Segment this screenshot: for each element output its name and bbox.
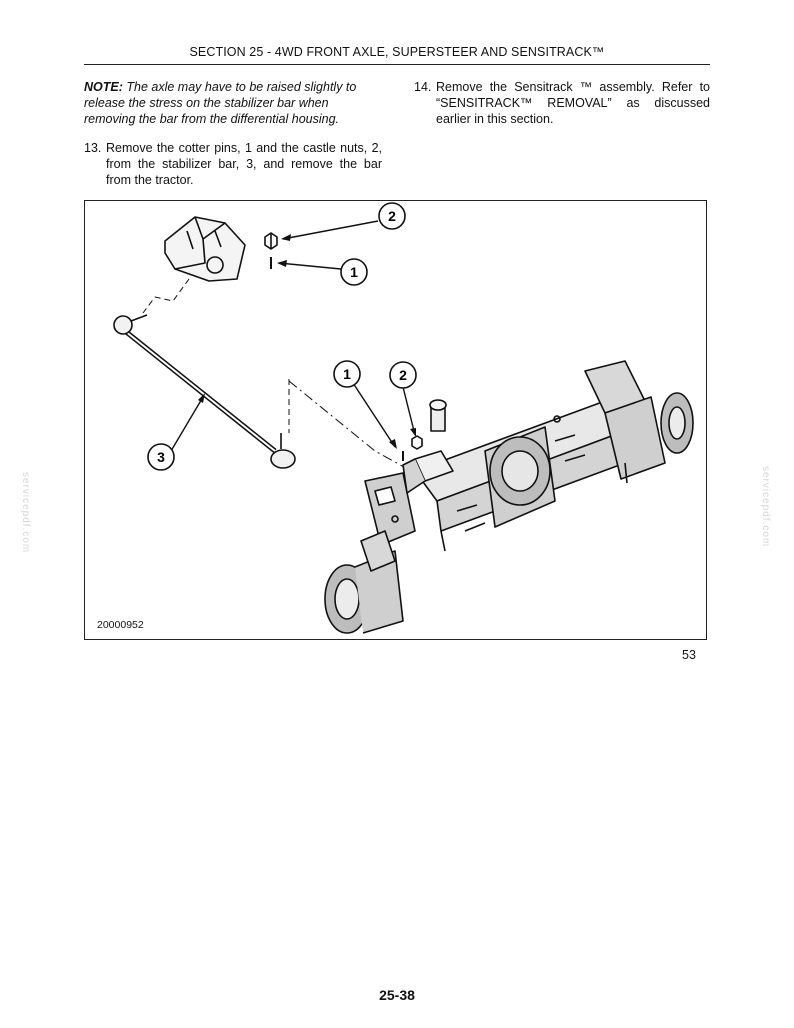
callout-leader [170, 396, 204, 452]
callout-leader [278, 262, 342, 270]
callout-circle [378, 202, 406, 230]
figure-number: 53 [682, 648, 696, 662]
axle-illustration-figure: 2 1 1 2 3 20000952 [84, 200, 707, 640]
axle-illustration: 2 1 1 2 3 [113, 202, 694, 634]
castle-nut-top [264, 232, 278, 250]
note-label: NOTE: [84, 80, 123, 94]
header-rule [84, 64, 710, 65]
callout-circle [340, 258, 368, 286]
step-text: Remove the cotter pins, 1 and the castle… [106, 141, 382, 187]
callout-2-top: 2 [388, 208, 396, 224]
step-number: 14. [414, 80, 432, 94]
step-number: 13. [84, 141, 102, 155]
callout-2-axle: 2 [399, 367, 407, 383]
watermark-right: servicepdf.com [760, 466, 771, 548]
callout-1-axle: 1 [343, 366, 351, 382]
stabilizer-bracket-drawing [164, 216, 246, 282]
page-number: 25-38 [379, 987, 415, 1003]
figure-id: 20000952 [97, 619, 144, 631]
step-14: 14. Remove the Sensitrack ™ assembly. Re… [414, 79, 710, 127]
callout-circle [389, 361, 417, 389]
callout-3-bar: 3 [157, 449, 165, 465]
step-text: Remove the Sensitrack ™ assembly. Refer … [436, 80, 710, 126]
note-text: The axle may have to be raised slightly … [84, 80, 357, 126]
callout-1-top: 1 [350, 264, 358, 280]
section-header: SECTION 25 - 4WD FRONT AXLE, SUPERSTEER … [189, 45, 605, 59]
step-13: 13. Remove the cotter pins, 1 and the ca… [84, 140, 382, 188]
front-axle-drawing [324, 360, 694, 634]
callout-circle [147, 443, 175, 471]
watermark-left: servicepdf.com [20, 472, 31, 554]
callout-leader [282, 220, 379, 240]
callout-circle [333, 360, 361, 388]
note-paragraph: NOTE: The axle may have to be raised sli… [84, 79, 382, 127]
stabilizer-bar-drawing [113, 314, 296, 469]
callout-leader [402, 386, 416, 436]
callout-leader [352, 382, 396, 448]
